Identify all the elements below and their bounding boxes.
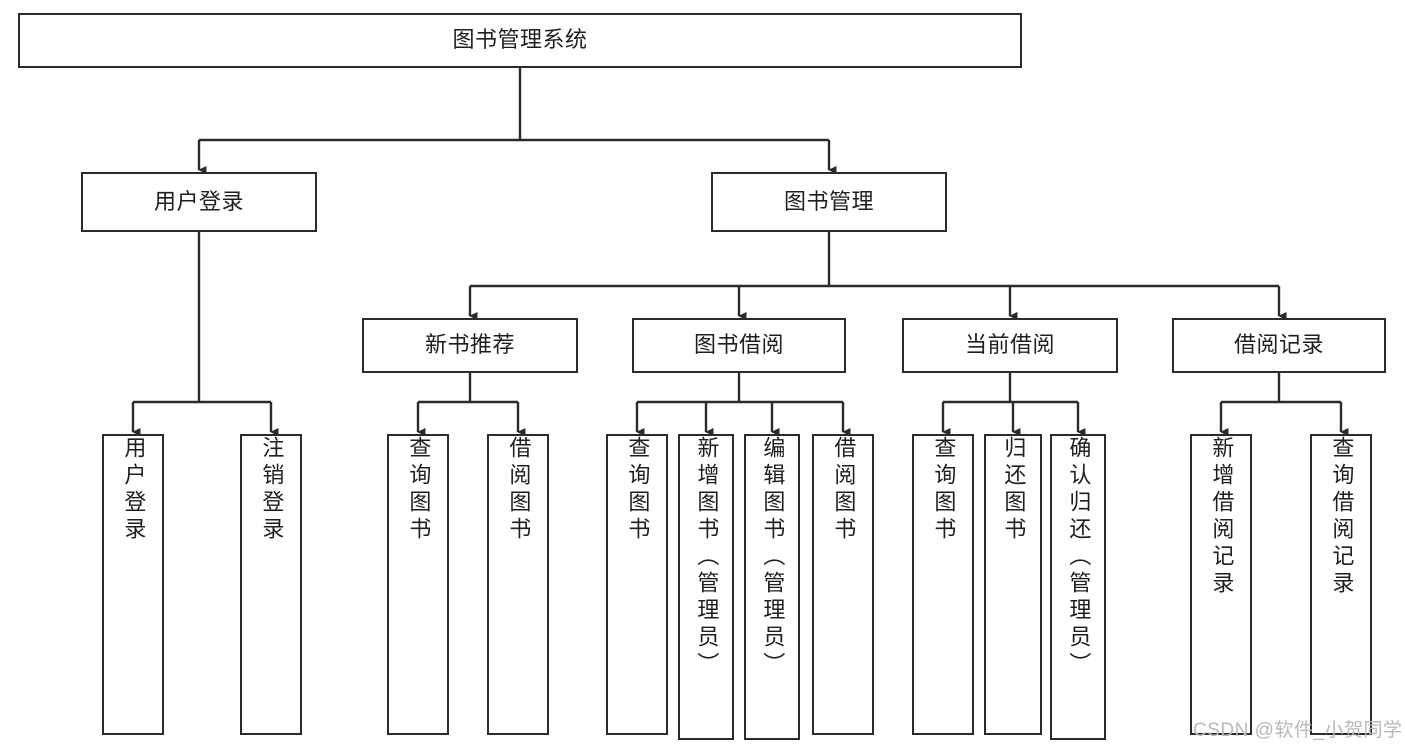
watermark-text: CSDN @软件_小贺同学 (1193, 720, 1403, 741)
node-label: 当前借阅 (964, 332, 1055, 358)
node-label: 归还图书 (1001, 436, 1027, 544)
node-root[interactable]: 图书管理系统 (18, 13, 1022, 68)
leaf-newbook-borrow-book[interactable]: 借阅图书 (487, 434, 549, 735)
leaf-record-add-record[interactable]: 新增借阅记录 (1190, 434, 1252, 735)
node-label: 新增图书（管理员） (694, 436, 720, 679)
node-label: 新书推荐 (424, 332, 515, 358)
node-book-management-module[interactable]: 图书管理 (711, 172, 947, 232)
node-label: 查询图书 (625, 436, 651, 544)
node-label: 图书借阅 (693, 332, 784, 358)
leaf-borrow-borrow-book[interactable]: 借阅图书 (812, 434, 874, 735)
leaf-current-query-book[interactable]: 查询图书 (912, 434, 974, 735)
leaf-record-query-record[interactable]: 查询借阅记录 (1310, 434, 1372, 735)
leaf-user-login[interactable]: 用户登录 (102, 434, 164, 735)
node-label: 用户登录 (121, 436, 147, 544)
leaf-user-logout[interactable]: 注销登录 (240, 434, 302, 735)
leaf-borrow-edit-book-admin[interactable]: 编辑图书（管理员） (744, 434, 800, 740)
node-label: 注销登录 (259, 436, 285, 544)
node-user-login-module[interactable]: 用户登录 (81, 172, 317, 232)
node-label: 图书管理系统 (452, 27, 588, 53)
node-label: 查询借阅记录 (1329, 436, 1355, 598)
leaf-borrow-query-book[interactable]: 查询图书 (606, 434, 668, 735)
node-label: 查询图书 (406, 436, 432, 544)
node-label: 用户登录 (153, 188, 244, 214)
node-label: 借阅图书 (831, 436, 857, 544)
node-book-borrow[interactable]: 图书借阅 (632, 318, 846, 373)
node-new-book-recommend[interactable]: 新书推荐 (362, 318, 578, 373)
node-current-borrow[interactable]: 当前借阅 (902, 318, 1118, 373)
node-borrow-record[interactable]: 借阅记录 (1172, 318, 1386, 373)
node-label: 确认归还（管理员） (1066, 436, 1092, 679)
node-label: 新增借阅记录 (1209, 436, 1235, 598)
leaf-borrow-add-book-admin[interactable]: 新增图书（管理员） (678, 434, 734, 740)
leaf-current-confirm-return-admin[interactable]: 确认归还（管理员） (1050, 434, 1106, 740)
node-label: 查询图书 (931, 436, 957, 544)
node-label: 编辑图书（管理员） (760, 436, 786, 679)
leaf-current-return-book[interactable]: 归还图书 (984, 434, 1042, 735)
node-label: 图书管理 (783, 188, 874, 214)
node-label: 借阅图书 (506, 436, 532, 544)
node-label: 借阅记录 (1233, 332, 1324, 358)
leaf-newbook-query-book[interactable]: 查询图书 (387, 434, 449, 735)
